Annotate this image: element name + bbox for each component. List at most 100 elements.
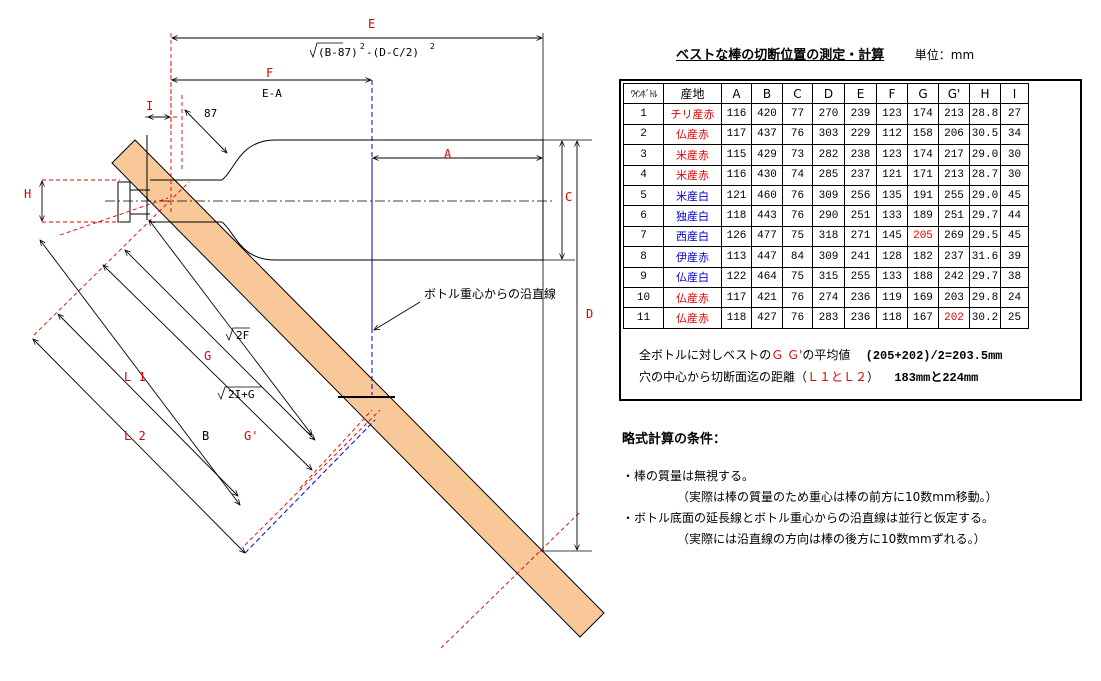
cell-D: 270 (812, 103, 845, 125)
cell-B: 443 (751, 205, 783, 227)
cell-F: 133 (876, 266, 908, 288)
cell-C: 84 (782, 246, 813, 268)
cell-Gp: 269 (938, 225, 970, 248)
svg-text:2: 2 (430, 42, 435, 51)
header-F: F (876, 82, 908, 105)
label-F: F (266, 66, 273, 80)
svg-text:2: 2 (360, 42, 365, 51)
condition-2-note: （実際には沿直線の方向は棒の後方に10数mmずれる。） (677, 532, 986, 546)
cell-G: 205 (907, 225, 939, 248)
label-A: A (444, 147, 452, 161)
cell-no: 10 (623, 286, 664, 309)
cell-I: 44 (1000, 205, 1029, 227)
cell-F: 133 (876, 205, 908, 227)
cell-A: 118 (721, 205, 752, 227)
cell-no: 3 (623, 144, 664, 166)
cell-I: 30 (1000, 144, 1029, 166)
condition-1: ・棒の質量は無視する。 (622, 469, 755, 483)
cell-F: 123 (876, 103, 908, 125)
cell-origin: 仏産赤 (663, 286, 722, 309)
label-87: 87 (204, 107, 217, 120)
header-E: E (844, 82, 877, 105)
cell-E: 239 (844, 103, 877, 125)
cell-H: 29.0 (969, 144, 1001, 166)
cell-G: 174 (907, 103, 939, 125)
cell-no: 7 (623, 225, 664, 248)
cell-Gp: 242 (938, 266, 970, 288)
cell-E: 241 (844, 246, 877, 268)
svg-text:2F: 2F (236, 329, 249, 342)
cell-C: 74 (782, 164, 813, 186)
cell-B: 447 (751, 246, 783, 268)
dim-B (58, 314, 238, 496)
cell-D: 318 (812, 225, 845, 248)
cell-E: 237 (844, 164, 877, 186)
cell-B: 460 (751, 184, 783, 207)
dim-87 (185, 110, 227, 153)
cell-B: 421 (751, 286, 783, 309)
cell-G: 189 (907, 205, 939, 227)
summary-line-1: 全ボトルに対しベストのＧ Ｇ'の平均値 (205+202)/2=203.5mm (639, 348, 1003, 363)
cell-D: 274 (812, 286, 845, 309)
cell-Gp: 237 (938, 246, 970, 268)
cell-F: 135 (876, 184, 908, 207)
header-G: G (907, 82, 939, 105)
cell-no: 9 (623, 266, 664, 288)
cell-G: 169 (907, 286, 939, 309)
cell-H: 30.5 (969, 123, 1001, 146)
cell-G: 182 (907, 246, 939, 268)
cell-C: 77 (782, 103, 813, 125)
cell-A: 126 (721, 225, 752, 248)
cell-G: 191 (907, 184, 939, 207)
cell-F: 118 (876, 307, 908, 329)
label-sqrt2I-G: 2I+G (217, 386, 262, 401)
cell-Gp: 206 (938, 123, 970, 146)
cell-origin: 米産赤 (663, 164, 722, 186)
dim-L2 (33, 339, 245, 553)
label-sqrt2F: 2F (225, 327, 250, 342)
cell-E: 229 (844, 123, 877, 146)
conditions-block: 略式計算の条件： ・棒の質量は無視する。 （実際は棒の質量のため重心は棒の前方に… (622, 428, 998, 551)
cell-I: 25 (1000, 307, 1029, 329)
cell-D: 285 (812, 164, 845, 186)
average-value: (205+202)/2=203.5mm (865, 349, 1003, 363)
cell-G: 158 (907, 123, 939, 146)
cell-no: 11 (623, 307, 664, 329)
label-H: H (24, 187, 31, 201)
cell-I: 27 (1000, 103, 1029, 125)
cell-no: 4 (623, 164, 664, 186)
header-wine-bottle: ﾜｲﾝﾎﾞﾄﾙ (623, 82, 664, 105)
cell-G: 167 (907, 307, 939, 329)
label-F-formula: E-A (262, 87, 282, 100)
summary-block: 全ボトルに対しベストのＧ Ｇ'の平均値 (205+202)/2=203.5mm … (639, 345, 1002, 389)
cell-F: 128 (876, 246, 908, 268)
label-Gprime: G' (244, 429, 258, 443)
cell-origin: 仏産赤 (663, 307, 722, 329)
table-title-text: ベストな棒の切断位置の測定・計算 (676, 48, 885, 63)
cell-H: 29.5 (969, 225, 1001, 248)
cell-origin: 仏産赤 (663, 123, 722, 146)
cell-E: 251 (844, 205, 877, 227)
cell-A: 115 (721, 144, 752, 166)
cell-no: 5 (623, 184, 664, 207)
cell-I: 30 (1000, 164, 1029, 186)
cell-D: 309 (812, 184, 845, 207)
cell-B: 477 (751, 225, 783, 248)
cell-B: 420 (751, 103, 783, 125)
cell-F: 119 (876, 286, 908, 309)
cell-no: 2 (623, 123, 664, 146)
cell-Gp: 217 (938, 144, 970, 166)
cell-D: 283 (812, 307, 845, 329)
table-title: ベストな棒の切断位置の測定・計算 単位：mm (676, 44, 974, 63)
cell-I: 34 (1000, 123, 1029, 146)
cell-A: 117 (721, 286, 752, 309)
cell-Gp: 203 (938, 286, 970, 309)
cell-E: 256 (844, 184, 877, 207)
